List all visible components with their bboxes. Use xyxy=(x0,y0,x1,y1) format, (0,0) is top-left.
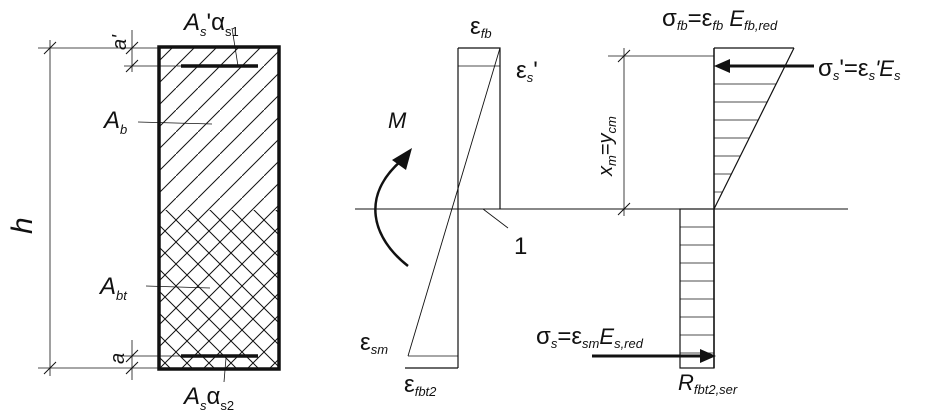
label-eps-s-prime: εs' xyxy=(516,57,538,85)
dim-a-top-tick2 xyxy=(125,59,139,73)
dim-h-tick-bottom xyxy=(43,361,57,375)
stress-compression-hyp xyxy=(713,47,795,210)
leader-as-top xyxy=(231,27,239,67)
label-1: 1 xyxy=(514,233,527,260)
strain-diagram xyxy=(405,47,509,369)
label-sigma-fb: σfb=εfb Efb,red xyxy=(662,5,778,33)
label-eps-fbt2: εfbt2 xyxy=(404,371,437,399)
dim-a-bottom-tick2 xyxy=(125,361,139,375)
stress-compression-hatch xyxy=(714,65,785,193)
label-a-bottom: a xyxy=(107,353,129,364)
leader-1 xyxy=(482,208,509,229)
label-abt: Abt xyxy=(98,273,128,303)
dim-h-tick-top xyxy=(43,41,57,55)
labels: h a' a As'αs1 Asαs2 Ab Abt M 1 εfb εs' ε… xyxy=(6,5,901,413)
dimension-lines xyxy=(38,30,181,380)
strain-compression-outline xyxy=(458,47,501,209)
label-sigma-s-prime: σs'=εs'Es xyxy=(818,55,901,83)
moment-arc xyxy=(374,159,409,267)
label-as-bottom: Asαs2 xyxy=(182,383,234,413)
label-eps-fb: εfb xyxy=(470,13,492,41)
strain-distribution-line xyxy=(407,47,501,357)
leader-as-bottom xyxy=(223,357,227,383)
label-moment: M xyxy=(388,108,407,133)
section-outline xyxy=(157,45,281,371)
moment-arrow xyxy=(374,148,412,267)
label-eps-sm: εsm xyxy=(360,329,388,357)
leader-ab xyxy=(137,121,213,125)
sigma-s-prime-arrowhead xyxy=(714,59,730,73)
dim-a-top-tick1 xyxy=(125,41,139,55)
stress-tension-hatch xyxy=(680,226,714,354)
label-sigma-s: σs=εsmEs,red xyxy=(536,323,644,351)
label-h: h xyxy=(6,217,39,234)
cross-section xyxy=(157,45,281,371)
label-r-fbt2-ser: Rfbt2,ser xyxy=(678,370,738,397)
compression-zone-hatch xyxy=(160,48,278,210)
dim-a-bottom-tick1 xyxy=(125,349,139,363)
leader-abt xyxy=(145,285,211,289)
label-a-top: a' xyxy=(109,34,131,50)
label-ab: Ab xyxy=(102,107,127,137)
stress-tension-block xyxy=(679,208,715,369)
leader-lines xyxy=(137,27,239,383)
sigma-s-arrowhead xyxy=(700,349,716,363)
label-xm-ycm: xm=ycm xyxy=(595,116,619,177)
stress-diagram xyxy=(592,47,814,369)
label-as-top: As'αs1 xyxy=(182,9,239,39)
xm-tick-bottom xyxy=(617,202,631,216)
tension-zone-hatch xyxy=(160,210,278,368)
moment-arrowhead xyxy=(392,148,412,170)
xm-tick-top xyxy=(617,49,631,63)
